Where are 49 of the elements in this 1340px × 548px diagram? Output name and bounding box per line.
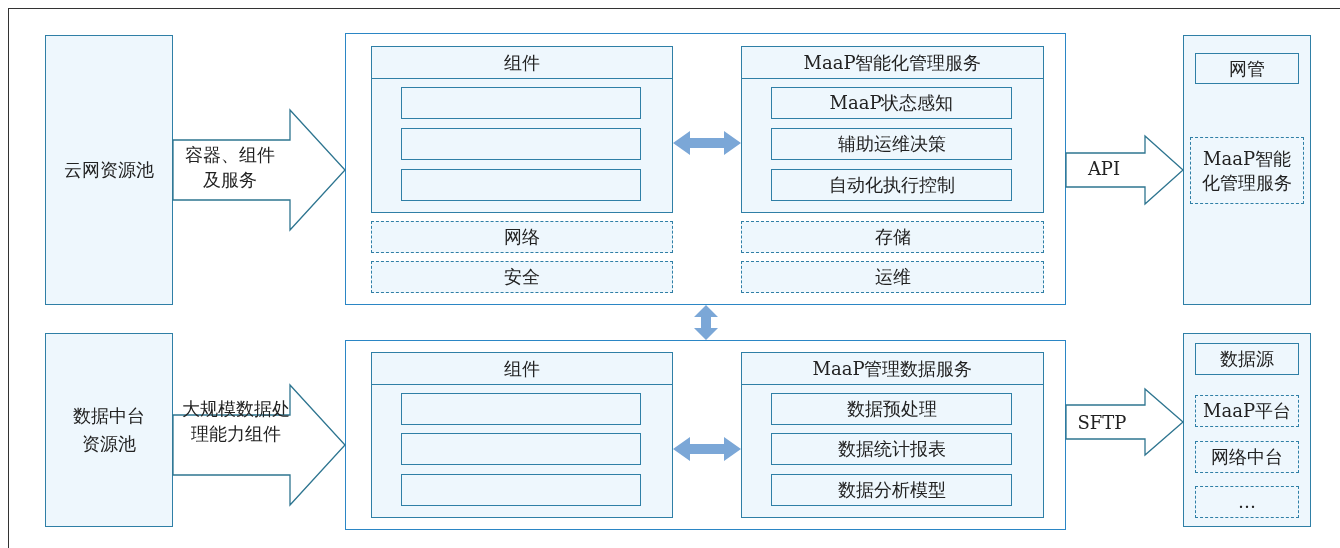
component-box — [401, 87, 641, 119]
component-box: 辅助运维决策 — [771, 128, 1012, 160]
module-box: MaaP平台 — [1195, 395, 1299, 427]
block-arrow — [1065, 134, 1184, 206]
service-group-box — [741, 352, 1044, 518]
component-box — [401, 433, 641, 465]
service-group-box — [741, 46, 1044, 213]
component-box — [1183, 333, 1311, 527]
panel-heading: MaaP智能化管理服务 — [742, 47, 1043, 79]
panel-heading: 组件 — [372, 353, 672, 385]
component-box — [401, 128, 641, 160]
block-arrow — [172, 383, 346, 507]
service-group-box — [371, 352, 673, 518]
edge-label: 大规模数据处理能力组件 — [181, 397, 291, 446]
component-box: MaaP状态感知 — [771, 87, 1012, 119]
double-arrow — [673, 437, 741, 461]
module-box: MaaP智能化管理服务 — [1190, 137, 1304, 204]
block-arrow — [1065, 387, 1184, 457]
resource-pool-box — [45, 333, 173, 527]
module-box: … — [1195, 486, 1299, 518]
panel-heading: 组件 — [372, 47, 672, 79]
component-box — [345, 340, 1066, 530]
module-box: 网络 — [371, 221, 673, 253]
edge-label: SFTP — [1076, 411, 1128, 435]
component-box: 数据分析模型 — [771, 474, 1012, 506]
module-box: 存储 — [741, 221, 1044, 253]
double-arrow — [673, 131, 741, 155]
edge-label: 容器、组件及服务 — [184, 143, 276, 192]
pool-label: 云网资源池 — [63, 158, 155, 182]
panel-heading: MaaP管理数据服务 — [742, 353, 1043, 385]
component-box — [345, 33, 1066, 305]
component-box — [401, 169, 641, 201]
component-box — [1183, 35, 1311, 305]
component-box: 网管 — [1195, 53, 1299, 84]
component-box: 数据统计报表 — [771, 433, 1012, 465]
module-box: 网络中台 — [1195, 441, 1299, 473]
component-box: 自动化执行控制 — [771, 169, 1012, 201]
module-box: 安全 — [371, 261, 673, 293]
resource-pool-box — [45, 35, 173, 305]
double-arrow — [694, 305, 718, 340]
service-group-box — [371, 46, 673, 213]
module-box: 运维 — [741, 261, 1044, 293]
pool-label: 数据中台资源池 — [72, 404, 146, 456]
component-box — [401, 393, 641, 425]
component-box: 数据预处理 — [771, 393, 1012, 425]
component-box — [401, 474, 641, 506]
component-box: 数据源 — [1195, 343, 1299, 375]
edge-label: API — [1086, 157, 1122, 181]
block-arrow — [172, 108, 346, 232]
